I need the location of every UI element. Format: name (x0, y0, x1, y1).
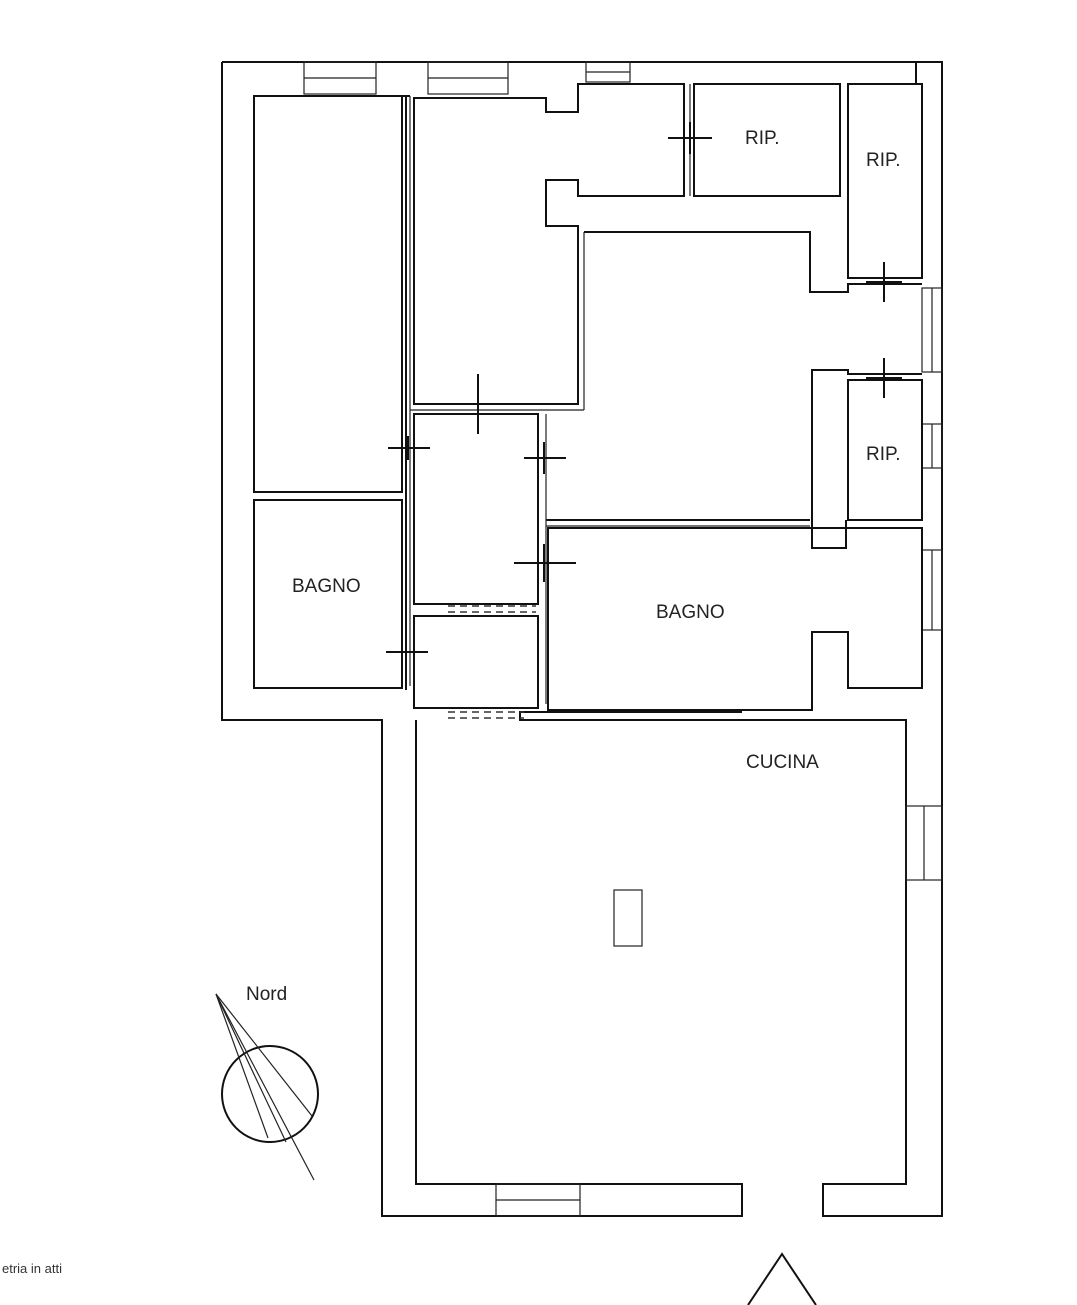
room-label-bagno-right: BAGNO (656, 602, 725, 623)
hallway (413, 413, 547, 709)
compass-circle (221, 1045, 319, 1143)
outer-walls (221, 61, 943, 1217)
center-upper-room (410, 83, 685, 411)
room-label-cucina: CUCINA (746, 752, 819, 773)
right-bathroom (547, 527, 923, 711)
compass-label: Nord (246, 984, 287, 1005)
top-windows (303, 61, 631, 95)
room-label-rip-2: RIP. (866, 150, 901, 171)
dashed-openings (448, 605, 536, 719)
room-label-bagno-left: BAGNO (292, 576, 361, 597)
bottom-window (495, 1183, 581, 1217)
storage-rooms (689, 83, 923, 521)
footer-note: etria in atti (2, 1261, 62, 1276)
entrance-arrow (747, 1252, 817, 1305)
right-windows (905, 287, 943, 881)
center-main-room (546, 231, 922, 549)
left-rooms (253, 95, 411, 690)
room-label-rip-1: RIP. (745, 128, 780, 149)
door-marks (386, 122, 902, 664)
kitchen-column (613, 889, 643, 947)
room-label-rip-3: RIP. (866, 444, 901, 465)
compass: Nord (215, 984, 319, 1181)
